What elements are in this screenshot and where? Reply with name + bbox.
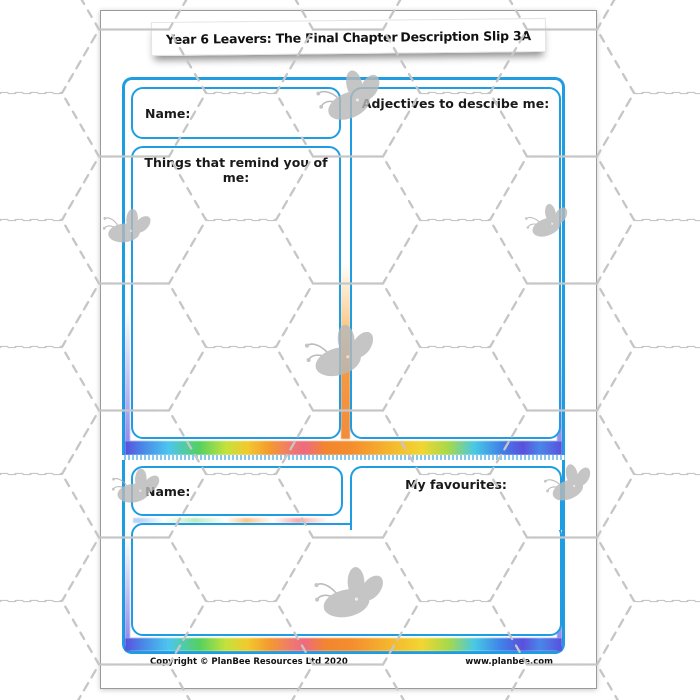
website-text: www.planbee.com [465,657,553,667]
name-field-box: Name: [131,466,343,516]
header-bar: Year 6 Leavers: The Final Chapter Descri… [150,17,547,57]
watercolor-edge-left [125,538,130,638]
things-remind-label: Things that remind you of me: [144,155,328,185]
adjectives-label: Adjectives to describe me: [361,96,550,111]
favourites-label: My favourites: [405,477,507,492]
page-footer: Copyright © PlanBee Resources Ltd 2020 w… [100,653,597,671]
rainbow-border-strip [125,638,562,651]
page-title: Year 6 Leavers: The Final Chapter [165,28,398,47]
name-field-box: Name: [131,87,341,139]
name-label: Name: [145,105,191,121]
watercolor-column-gap [341,87,350,439]
copyright-text: Copyright © PlanBee Resources Ltd 2020 [150,657,348,667]
things-remind-box: Things that remind you of me: [131,146,341,439]
rainbow-border-strip [125,441,562,455]
description-slip-top: Name: Things that remind you of me: Adje… [122,77,565,455]
favourites-box-lower [131,523,562,636]
adjectives-box: Adjectives to describe me: [350,87,561,439]
name-label: Name: [145,483,191,499]
watercolor-edge-left [125,311,130,441]
favourites-box-upper: My favourites: [350,466,562,530]
slip-number-title: Description Slip 3A [400,27,532,44]
description-slip-bottom: Name: My favourites: [122,460,565,654]
